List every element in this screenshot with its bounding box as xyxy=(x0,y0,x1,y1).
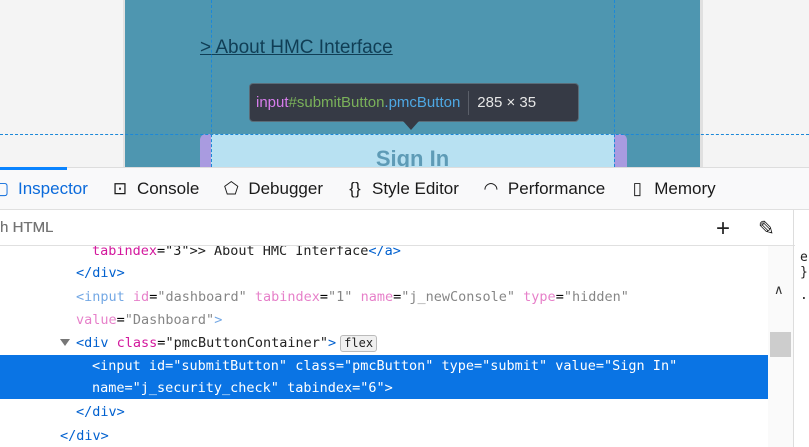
tag: </div> xyxy=(76,265,125,281)
markup-line[interactable]: </div> xyxy=(0,262,768,284)
tooltip-dimensions: 285 × 35 xyxy=(477,94,537,111)
add-node-icon[interactable]: + xyxy=(716,215,731,242)
tooltip-tag: input xyxy=(256,94,289,111)
tag: > xyxy=(214,312,223,328)
markup-line-selected[interactable]: name="j_security_check" tabindex="6"> xyxy=(0,377,768,399)
tab-style-editor[interactable]: {} Style Editor xyxy=(346,179,459,199)
tooltip-id: #submitButton xyxy=(288,94,385,111)
attr-value: "dashboard" xyxy=(157,289,247,305)
debugger-icon: ⬠ xyxy=(223,178,239,198)
tab-label: Style Editor xyxy=(371,178,459,198)
tab-console[interactable]: ⊡ Console xyxy=(111,178,200,199)
markup-line-selected[interactable]: <input id="submitButton" class="pmcButto… xyxy=(0,355,768,377)
console-icon: ⊡ xyxy=(112,178,128,198)
markup-line-hidden-input[interactable]: <input id="dashboard" tabindex="1" name=… xyxy=(76,289,629,305)
tab-performance[interactable]: ◠ Performance xyxy=(482,178,606,199)
style-editor-icon: {} xyxy=(349,178,361,198)
markup-line[interactable]: </div> xyxy=(0,401,768,423)
tab-inspector[interactable]: ▢ Inspector xyxy=(0,179,88,199)
tab-label: Performance xyxy=(507,178,606,198)
tooltip-class: .pmcButton xyxy=(384,94,461,111)
attr-value: "j_newConsole" xyxy=(401,289,516,305)
scroll-up-icon[interactable]: ∧ xyxy=(774,282,784,297)
attr: id xyxy=(132,289,150,305)
tab-memory[interactable]: ▯ Memory xyxy=(628,178,716,199)
tooltip-arrow xyxy=(403,121,419,130)
tag: <div xyxy=(76,335,109,351)
about-hmc-link[interactable]: > About HMC Interface xyxy=(200,37,393,58)
tag: </a> xyxy=(368,246,401,259)
selected-node-text: <input id="submitButton" class="pmcButto… xyxy=(92,358,678,374)
tag: </div> xyxy=(76,404,125,420)
sidebar-text: . xyxy=(800,288,808,303)
inspector-icon: ▢ xyxy=(0,178,10,198)
sign-in-button[interactable]: Sign In xyxy=(211,134,614,167)
tag: > xyxy=(328,335,337,351)
scrollbar-thumb[interactable] xyxy=(770,332,791,357)
search-html-input[interactable] xyxy=(0,219,690,237)
sidebar-text: } xyxy=(800,265,808,280)
eyedropper-icon[interactable]: ✎ xyxy=(758,218,775,240)
element-tooltip: input#submitButton.pmcButton 285 × 35 xyxy=(249,83,579,122)
attr: tabindex xyxy=(92,246,158,259)
sidebar-text: e xyxy=(800,250,808,265)
guide-line xyxy=(0,134,809,135)
markup-view: tabindex="3">> About HMC Interface</a> <… xyxy=(0,246,768,447)
attr: value xyxy=(76,312,117,328)
active-tab-indicator xyxy=(0,167,67,170)
attr-value: "pmcButtonContainer" xyxy=(165,335,328,351)
page-viewport: > About HMC Interface Sign In input#subm… xyxy=(0,0,809,167)
attr-value: "3" xyxy=(165,246,190,259)
tag: </div> xyxy=(60,428,109,444)
markup-scrollbar[interactable]: ∧ xyxy=(768,246,793,447)
devtools-toolbar: ▢ Inspector ⊡ Console ⬠ Debugger {} Style Ed… xyxy=(0,167,809,210)
attr-value: "Dashboard" xyxy=(124,312,215,328)
tab-label: Inspector xyxy=(18,178,88,198)
attr: name xyxy=(360,289,394,305)
attr: tabindex xyxy=(254,289,320,305)
guide-line xyxy=(211,0,212,167)
attr: type xyxy=(523,289,556,305)
guide-line xyxy=(614,0,615,167)
tag: <input xyxy=(76,289,125,305)
flex-badge[interactable]: flex xyxy=(340,335,378,352)
divider xyxy=(468,90,470,115)
markup-line-button-container[interactable]: <div class="pmcButtonContainer">flex xyxy=(0,332,768,354)
search-row: Search HTML + ✎ xyxy=(0,210,795,246)
tab-label: Debugger xyxy=(248,178,323,198)
markup-line[interactable]: </div> xyxy=(0,425,768,447)
attr: class xyxy=(116,335,158,351)
markup-line[interactable]: value="Dashboard"> xyxy=(76,312,223,328)
markup-line[interactable]: tabindex="3">> About HMC Interface</a> xyxy=(0,246,768,262)
tab-debugger[interactable]: ⬠ Debugger xyxy=(222,179,323,199)
performance-icon: ◠ xyxy=(483,178,499,198)
memory-icon: ▯ xyxy=(632,178,642,198)
attr-value: "hidden" xyxy=(563,289,629,305)
text-node: >> About HMC Interface xyxy=(189,246,369,259)
collapse-triangle-icon[interactable] xyxy=(60,339,70,346)
attr-value: "1" xyxy=(328,289,353,305)
tab-label: Console xyxy=(136,178,200,198)
rules-sidebar: e } . xyxy=(793,210,809,447)
selected-node-text: name="j_security_check" tabindex="6"> xyxy=(92,380,393,396)
tab-label: Memory xyxy=(654,178,716,198)
